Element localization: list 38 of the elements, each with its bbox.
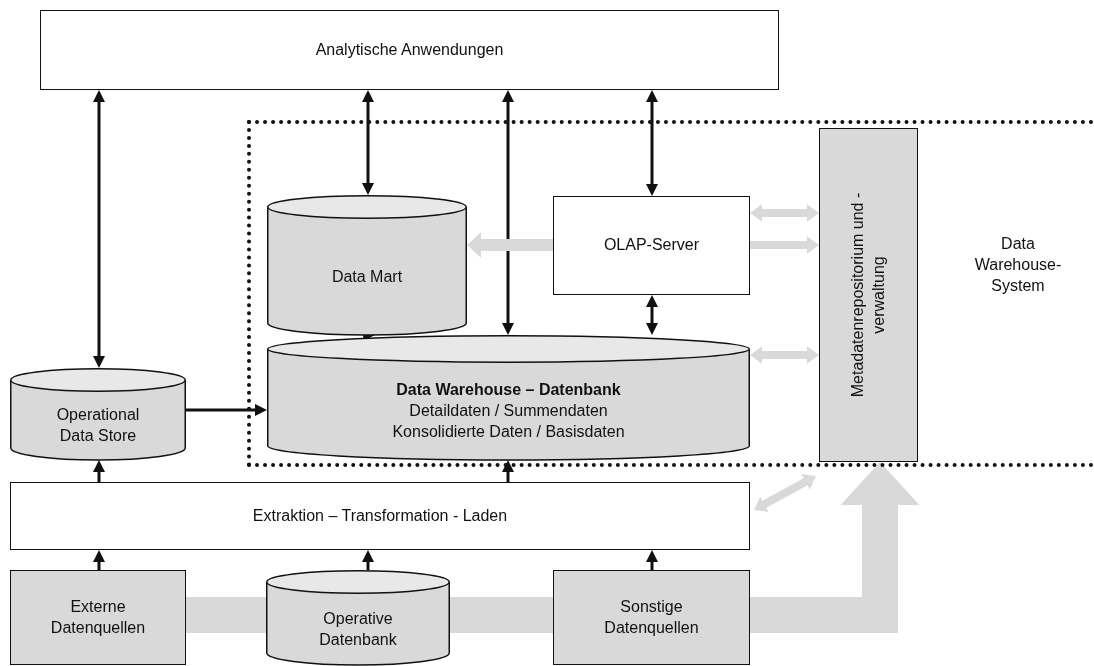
- process-box: [40, 10, 779, 90]
- node-label: Sonstige Datenquellen: [603, 596, 700, 638]
- node-label: Externe Datenquellen: [49, 596, 147, 638]
- arrow: [363, 333, 375, 337]
- node-label: Detaildaten / Summendaten: [409, 401, 608, 422]
- arrow: [646, 90, 658, 196]
- arrow: [93, 90, 105, 368]
- arrow: [646, 295, 658, 335]
- arrow: [93, 460, 105, 482]
- source-box: [553, 570, 750, 665]
- arrow: [93, 550, 105, 570]
- node-heading: Data Warehouse – Datenbank: [396, 380, 621, 401]
- arrow: [750, 204, 819, 222]
- node-label: Analytische Anwendungen: [315, 39, 504, 60]
- node-label: Extraktion – Transformation - Laden: [252, 505, 508, 526]
- arrow: [362, 550, 374, 570]
- arrow: [186, 404, 267, 416]
- arrow: [502, 460, 514, 482]
- arrow: [646, 550, 658, 570]
- node-label: Operational Data Store: [55, 405, 141, 446]
- source-box: [10, 570, 186, 665]
- arrow: [467, 231, 553, 259]
- arrow: [750, 236, 819, 254]
- node-label: Konsolidierte Daten / Basisdaten: [392, 421, 625, 442]
- arrow: [362, 90, 374, 195]
- process-box: [10, 482, 750, 550]
- node-label: OLAP-Server: [603, 235, 700, 256]
- vertical-label: Metadatenrepositorium und -verwaltung: [847, 191, 888, 400]
- node-label: Data Mart: [331, 266, 403, 287]
- system-boundary: [247, 120, 1094, 467]
- node-label: Operative Datenbank: [318, 608, 398, 650]
- region-label: Data Warehouse-System: [973, 234, 1063, 296]
- arrow: [502, 90, 514, 335]
- arrow: [754, 474, 816, 512]
- arrow: [750, 346, 819, 364]
- process-box: [553, 196, 750, 295]
- repository-box: [819, 128, 918, 462]
- arrow: [750, 462, 920, 633]
